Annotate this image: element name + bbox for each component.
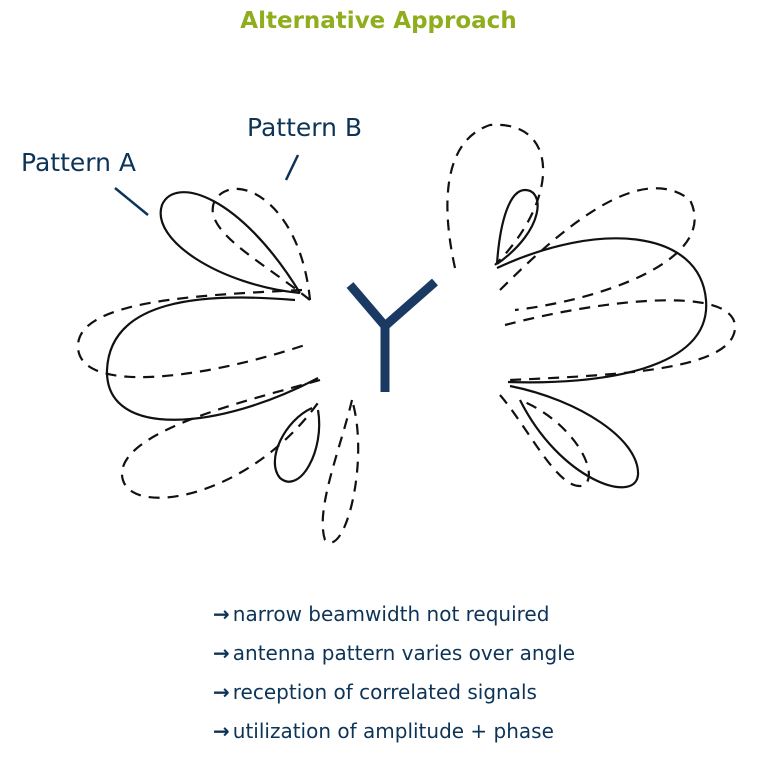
arrow-icon: → [213, 602, 230, 626]
pattern-a-lobe [159, 191, 301, 295]
pattern-a-lobe [509, 384, 640, 489]
pattern-b-lobes [76, 123, 737, 544]
pattern-a-lobes [105, 188, 708, 489]
bullet-item: →utilization of amplitude + phase [213, 712, 575, 751]
pattern-b-label: Pattern B [247, 113, 363, 142]
pattern-b-lobe [499, 394, 590, 488]
arrow-icon: → [213, 641, 230, 665]
pattern-b-lobe [120, 378, 321, 499]
bullet-text: reception of correlated signals [232, 680, 537, 704]
bullet-item: →reception of correlated signals [213, 673, 575, 712]
bullet-item: →antenna pattern varies over angle [213, 634, 575, 673]
pattern-a-lobe [273, 406, 321, 483]
arrow-icon: → [213, 680, 230, 704]
bullet-list: →narrow beamwidth not required →antenna … [213, 595, 575, 751]
pattern-b-lobe [446, 123, 545, 269]
arrow-icon: → [213, 719, 230, 743]
pattern-b-lobe [321, 399, 360, 544]
bullet-text: antenna pattern varies over angle [232, 641, 576, 665]
bullet-item: →narrow beamwidth not required [213, 595, 575, 634]
pattern-b-leader-line [284, 154, 300, 181]
pattern-a-lobe [495, 188, 539, 265]
antenna-icon [346, 278, 438, 392]
pattern-a-lobe [105, 296, 319, 421]
radiation-pattern-diagram [76, 123, 737, 544]
pattern-a-label: Pattern A [21, 148, 136, 177]
pattern-b-lobe [211, 187, 312, 301]
pattern-b-lobe [504, 299, 737, 382]
pattern-a-leader-line [114, 187, 149, 216]
bullet-text: utilization of amplitude + phase [232, 719, 554, 743]
slide-title: Alternative Approach [240, 8, 517, 34]
bullet-text: narrow beamwidth not required [232, 602, 550, 626]
pattern-b-lobe [76, 288, 306, 379]
pattern-a-lobe [496, 237, 708, 384]
pattern-b-lobe [499, 187, 696, 312]
